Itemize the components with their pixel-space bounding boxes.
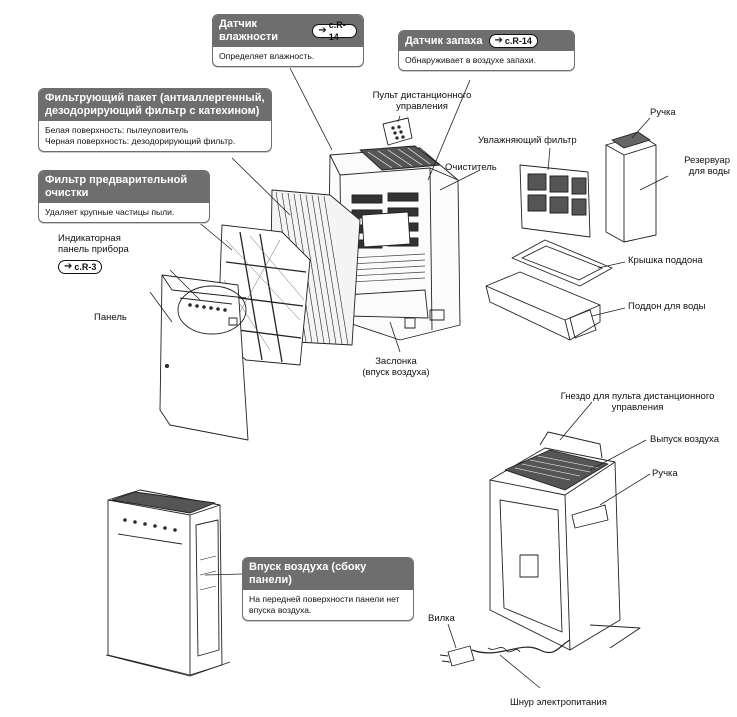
purifier-front-view	[105, 489, 231, 677]
purifier-back-view	[439, 431, 641, 667]
label-remote: Пульт дистанционного управления	[362, 90, 482, 112]
ref-code: c.R-3	[74, 262, 97, 272]
right-arrow-icon: ➔	[64, 261, 73, 272]
label-damper-line2: (впуск воздуха)	[362, 367, 430, 378]
callout-filter-pack-text-line2: Черная поверхность: дезодорирующий фильт…	[45, 136, 236, 146]
callout-humidity-sensor-title: Датчик влажности	[219, 18, 279, 43]
label-indicator-line2: панель прибора	[58, 244, 129, 255]
humidifying-filter-drawing	[519, 164, 591, 238]
ref-badge: ➔c.R-14	[312, 20, 357, 42]
label-plug: Вилка	[428, 613, 455, 624]
callout-air-inlet-side: Впуск воздуха (сбоку панели) На передней…	[242, 557, 414, 621]
callout-air-inlet-side-text-line1: На передней поверхности панели нет	[249, 594, 400, 604]
tray-cover-drawing	[511, 239, 613, 287]
callout-humidity-sensor: Датчик влажности ➔c.R-14 Определяет влаж…	[212, 14, 364, 67]
label-indicator-panel: Индикаторная панель прибора	[58, 233, 129, 255]
callout-air-inlet-side-title: Впуск воздуха (сбоку панели)	[249, 561, 367, 586]
label-tank-line2: для воды	[688, 166, 730, 177]
label-remote-socket-line1: Гнездо для пульта дистанционного	[560, 391, 715, 402]
callout-humidity-sensor-text: Определяет влажность.	[219, 51, 315, 61]
remote-drawing	[382, 117, 413, 146]
label-handle-top: Ручка	[650, 107, 676, 118]
callout-prefilter-title-line2: очистки	[45, 187, 89, 199]
label-tray-cover: Крышка поддона	[628, 255, 703, 266]
label-remote-line1: Пульт дистанционного	[372, 90, 472, 101]
label-damper-line1: Заслонка	[375, 356, 417, 367]
ref-badge: ➔c.R-14	[488, 34, 538, 48]
label-remote-line2: управления	[396, 101, 448, 112]
label-cleaner: Очиститель	[445, 162, 497, 173]
callout-air-inlet-side-text-line2: впуска воздуха.	[249, 605, 312, 615]
water-tank-drawing	[605, 131, 657, 243]
label-tank: Резервуар для воды	[640, 155, 730, 177]
label-damper: Заслонка (впуск воздуха)	[346, 356, 446, 378]
callout-humidity-sensor-header: Датчик влажности ➔c.R-14	[213, 15, 363, 47]
label-air-outlet: Выпуск воздуха	[650, 434, 719, 445]
callout-odor-sensor-title: Датчик запаха	[405, 34, 483, 47]
callout-filter-pack: Фильтрующий пакет (антиаллергенный, дезо…	[38, 88, 272, 152]
front-panel-drawing	[159, 274, 249, 441]
callout-prefilter: Фильтр предварительной очистки Удаляет к…	[38, 170, 210, 223]
callout-filter-pack-text-line1: Белая поверхность: пылеуловитель	[45, 125, 189, 135]
label-remote-socket-line2: управления	[611, 402, 664, 413]
label-power-cord: Шнур электропитания	[510, 697, 607, 708]
leader-lines	[149, 67, 669, 689]
right-arrow-icon: ➔	[494, 35, 503, 46]
callout-filter-pack-title-line2: дезодорирующий фильтр с катехином)	[45, 105, 260, 117]
purifier-body	[327, 145, 461, 341]
callout-prefilter-header: Фильтр предварительной очистки	[39, 171, 209, 203]
callout-odor-sensor-text: Обнаруживает в воздухе запахи.	[405, 55, 536, 65]
callout-filter-pack-header: Фильтрующий пакет (антиаллергенный, дезо…	[39, 89, 271, 121]
label-handle-back: Ручка	[652, 468, 678, 479]
label-tank-line1: Резервуар	[684, 155, 730, 166]
callout-odor-sensor-header: Датчик запаха ➔c.R-14	[399, 31, 574, 51]
right-arrow-icon: ➔	[318, 25, 327, 36]
label-water-tray: Поддон для воды	[628, 301, 706, 312]
ref-code: c.R-14	[328, 20, 346, 42]
callout-air-inlet-side-text: На передней поверхности панели нет впуск…	[243, 590, 413, 620]
callout-prefilter-text: Удаляет крупные частицы пыли.	[45, 207, 175, 217]
callout-odor-sensor: Датчик запаха ➔c.R-14 Обнаруживает в воз…	[398, 30, 575, 71]
label-indicator-line1: Индикаторная	[58, 233, 121, 244]
callout-filter-pack-text: Белая поверхность: пылеуловитель Черная …	[39, 121, 271, 151]
label-humidifying-filter: Увлажняющий фильтр	[478, 135, 577, 146]
callout-air-inlet-side-header: Впуск воздуха (сбоку панели)	[243, 558, 413, 590]
label-panel: Панель	[94, 312, 127, 323]
ref-code: c.R-14	[504, 36, 532, 46]
callout-prefilter-title-line1: Фильтр предварительной	[45, 174, 188, 186]
indicator-ref-badge: ➔c.R-3	[58, 260, 103, 274]
water-tray-drawing	[485, 271, 601, 341]
label-remote-socket: Гнездо для пульта дистанционного управле…	[540, 391, 735, 413]
callout-filter-pack-title-line1: Фильтрующий пакет (антиаллергенный,	[45, 92, 265, 104]
